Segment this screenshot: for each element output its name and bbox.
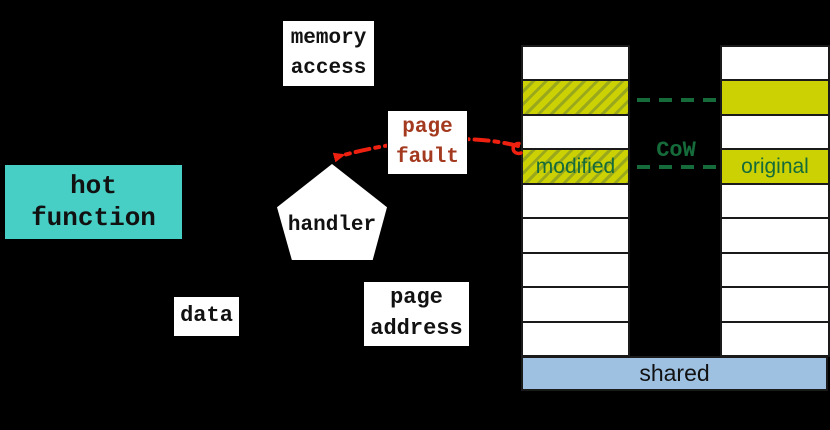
page-cell — [523, 81, 628, 116]
handler-pentagon: handler — [277, 164, 387, 260]
page-cell — [722, 81, 828, 116]
hot-function-box: hot function — [3, 163, 184, 241]
modified-page-column: modified — [521, 45, 630, 357]
memory-access-label: memory access — [290, 27, 367, 80]
cow-label: CoW — [656, 137, 696, 163]
page-cell — [722, 322, 828, 355]
page-cell — [722, 253, 828, 289]
page-fault-arrow-tail-curl — [511, 141, 523, 156]
page-cell — [722, 219, 828, 254]
page-cell — [523, 47, 628, 82]
shared-label: shared — [639, 360, 710, 386]
page-cell — [722, 184, 828, 220]
page-cell — [722, 47, 828, 82]
page-cell-label: modified — [535, 154, 616, 178]
page-cell-label: original — [741, 154, 809, 178]
page-address-label: page address — [370, 285, 463, 341]
original-page-column: original — [720, 45, 830, 357]
page-cell-modified: modified — [523, 150, 628, 185]
hot-function-label: hot function — [31, 170, 156, 234]
page-address-box: page address — [363, 281, 470, 347]
page-cell — [523, 253, 628, 289]
page-cell — [523, 219, 628, 254]
page-cell — [523, 288, 628, 323]
page-fault-box: page fault — [387, 110, 468, 175]
page-cell — [722, 115, 828, 151]
memory-access-box: memory access — [282, 20, 375, 87]
page-cell — [523, 184, 628, 220]
data-label: data — [180, 303, 233, 329]
page-cell-original: original — [722, 150, 828, 185]
shared-region: shared — [521, 356, 828, 391]
handler-label: handler — [287, 213, 377, 237]
page-cell — [523, 115, 628, 151]
page-fault-label: page fault — [395, 116, 459, 169]
page-cell — [523, 322, 628, 355]
data-box: data — [173, 296, 240, 337]
page-cell — [722, 288, 828, 323]
